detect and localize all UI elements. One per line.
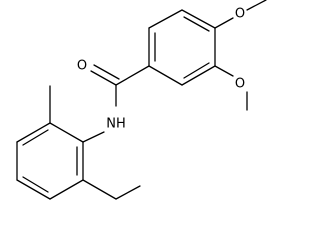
benzamide-ring — [148, 9, 216, 86]
ethyl-bond — [82, 179, 117, 200]
bond — [214, 65, 234, 77]
carbonyl-double-bond — [90, 70, 117, 86]
double-bond-inner — [183, 62, 210, 79]
bond — [82, 131, 105, 143]
ethyl-bond — [115, 185, 141, 200]
methoxy-groups — [214, 0, 267, 111]
amide-linker — [82, 64, 150, 143]
alkyl-substituents — [49, 85, 141, 200]
bond — [16, 179, 51, 200]
carbonyl-oxygen-label: O — [77, 59, 87, 74]
bond — [181, 9, 216, 29]
double-bond-inner — [22, 176, 49, 193]
chemical-structure: O O O NH — [16, 0, 267, 200]
bond — [49, 122, 84, 143]
double-bond-inner — [183, 16, 210, 32]
aniline-ring — [16, 122, 84, 200]
amide-nitrogen-label: NH — [106, 117, 126, 132]
bond — [246, 0, 267, 11]
bond — [214, 17, 234, 29]
bond — [115, 65, 150, 86]
bond — [181, 65, 216, 86]
bond — [49, 179, 84, 200]
carbonyl-double-bond — [93, 64, 120, 80]
para-methoxy-oxygen-label: O — [235, 7, 245, 22]
double-bond-inner — [22, 129, 49, 146]
bond — [148, 9, 183, 29]
meta-methoxy-oxygen-label: O — [235, 77, 245, 92]
bond — [16, 122, 51, 143]
bond — [148, 65, 183, 86]
